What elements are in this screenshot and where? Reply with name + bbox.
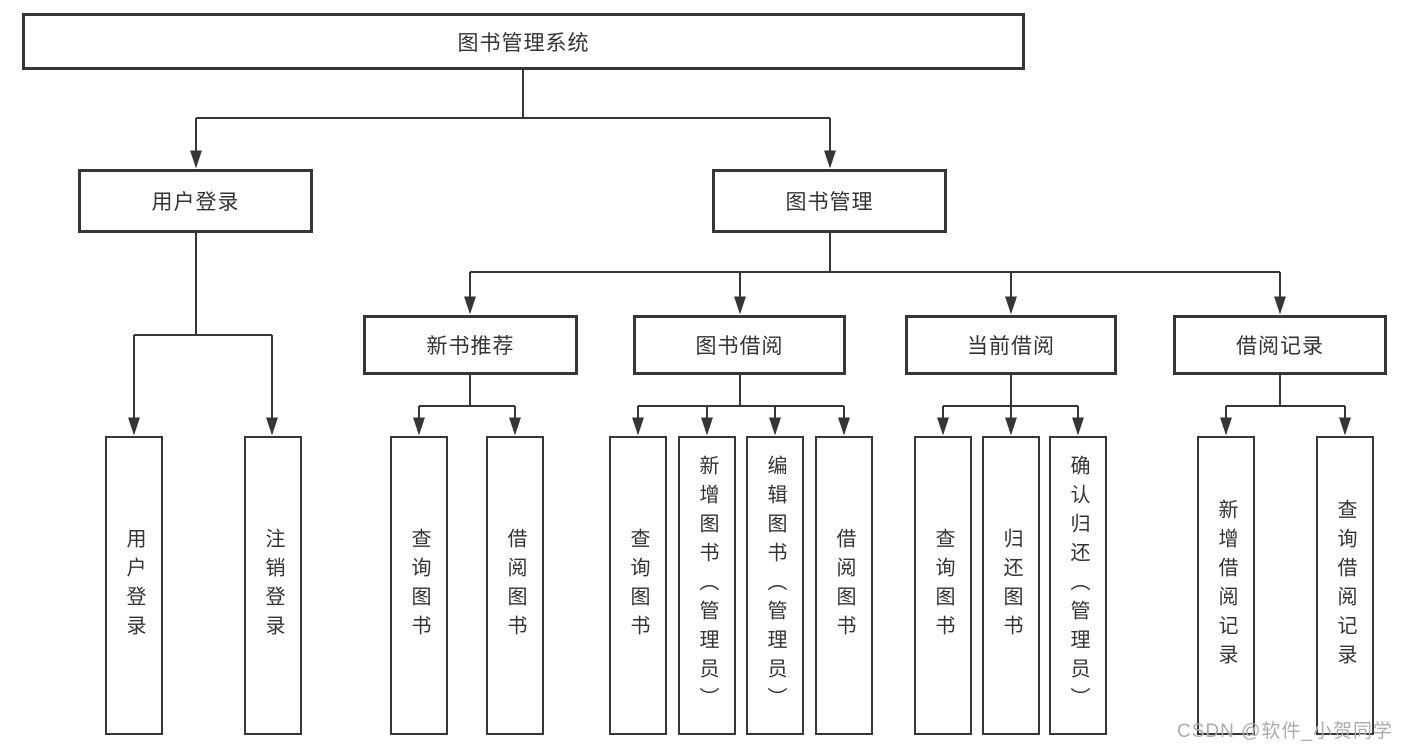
node-current-borrowing: 当前借阅 [905, 315, 1117, 375]
node-bb-edit-book: 编辑图书（管理员） [746, 436, 804, 735]
csdn-watermark: CSDN @软件_小贺同学 [1177, 721, 1393, 742]
node-book-management: 图书管理 [712, 169, 947, 233]
node-bb-add-book: 新增图书（管理员） [678, 436, 736, 735]
node-user-login-leaf: 用户登录 [105, 436, 163, 735]
node-root: 图书管理系统 [22, 13, 1025, 70]
node-cb-return-book: 归还图书 [982, 436, 1040, 735]
node-br-query-record: 查询借阅记录 [1316, 436, 1374, 735]
node-new-book-recommend: 新书推荐 [363, 315, 578, 375]
node-br-add-record: 新增借阅记录 [1197, 436, 1255, 735]
node-rec-query-book: 查询图书 [390, 436, 448, 735]
node-cb-confirm-return: 确认归还（管理员） [1049, 436, 1107, 735]
node-borrowing-records: 借阅记录 [1173, 315, 1387, 375]
node-logout: 注销登录 [244, 436, 302, 735]
node-bb-borrow-book: 借阅图书 [815, 436, 873, 735]
node-user-login: 用户登录 [78, 169, 313, 233]
node-book-borrowing: 图书借阅 [633, 315, 846, 375]
node-bb-query-book: 查询图书 [609, 436, 667, 735]
node-cb-query-book: 查询图书 [914, 436, 972, 735]
node-rec-borrow-book: 借阅图书 [486, 436, 544, 735]
